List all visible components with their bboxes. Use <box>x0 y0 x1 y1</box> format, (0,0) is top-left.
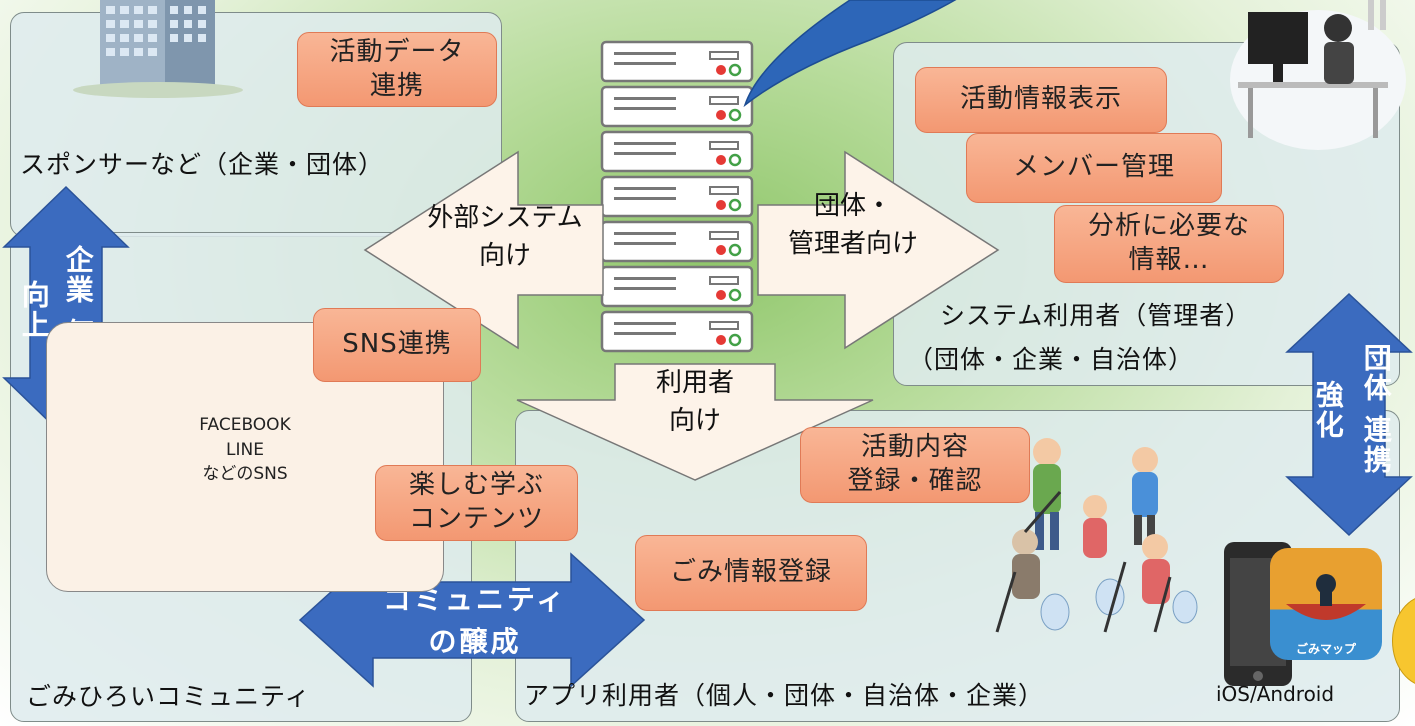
computer-desk-icon <box>1230 0 1406 150</box>
server-stack-icon <box>600 40 754 353</box>
server-unit <box>600 175 754 218</box>
admin-panel-label-1: システム利用者（管理者） <box>940 301 1252 330</box>
boat-icon <box>1286 574 1366 620</box>
activity-data-link-pill: 活動データ 連携 <box>297 32 497 107</box>
server-unit <box>600 220 754 263</box>
sponsor-panel-label: スポンサーなど（企業・団体） <box>20 150 385 179</box>
sns-link-pill: SNS連携 <box>313 308 481 382</box>
activity-content-pill: 活動内容 登録・確認 <box>800 427 1030 503</box>
external-system-arrow-label: 外部システム 向け <box>427 203 583 271</box>
app-icon-label: ごみマップ <box>1295 642 1356 656</box>
server-unit <box>600 130 754 173</box>
organization-link-arrow <box>1285 292 1413 537</box>
users-arrow-label: 利用者 向け <box>655 368 734 436</box>
community-panel-label: ごみひろいコミュニティ <box>26 682 311 711</box>
fun-learn-content-pill: 楽しむ学ぶ コンテンツ <box>375 465 578 541</box>
people-cleanup-illustration <box>995 438 1198 633</box>
server-unit <box>600 85 754 128</box>
speech-bubble-shape <box>743 0 957 108</box>
server-unit <box>600 265 754 308</box>
organization-link-label-2: 強化 <box>1311 380 1345 440</box>
corporate-value-label-2: 向上 <box>17 280 51 340</box>
admin-panel-label-2: （団体・企業・自治体） <box>908 345 1195 374</box>
external-system-arrow <box>363 150 604 350</box>
garbage-info-register-pill: ごみ情報登録 <box>635 535 867 611</box>
community-arrow-label-2: の醸成 <box>428 625 522 658</box>
organization-link-label-1: 団体 <box>1359 343 1393 403</box>
server-unit <box>600 310 754 353</box>
users-arrow <box>516 363 874 481</box>
admin-arrow-label: 団体・ 管理者向け <box>787 191 918 259</box>
building-icon <box>73 0 243 98</box>
corporate-value-label-1: 企業 <box>61 245 95 305</box>
organization-link-label-3: 連携 <box>1359 415 1393 475</box>
analysis-info-pill: 分析に必要な 情報… <box>1054 205 1284 283</box>
app-users-panel-label: アプリ利用者（個人・団体・自治体・企業） <box>524 681 1045 710</box>
platform-label: iOS/Android <box>1216 682 1335 706</box>
app-icon[interactable]: ごみマップ <box>1270 548 1382 660</box>
activity-info-display-pill: 活動情報表示 <box>915 67 1167 133</box>
admin-arrow <box>757 150 1000 350</box>
member-management-pill: メンバー管理 <box>966 133 1222 203</box>
server-unit <box>600 40 754 83</box>
